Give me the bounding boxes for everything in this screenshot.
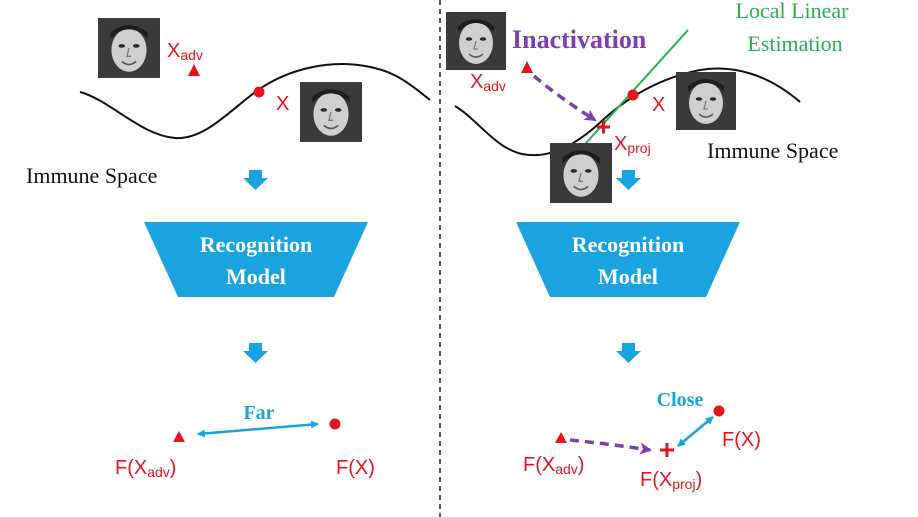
right-model-line1: Recognition bbox=[572, 232, 684, 257]
right-clean-face-icon bbox=[676, 72, 736, 130]
left-model-line1: Recognition bbox=[200, 232, 312, 257]
right-xproj-cross bbox=[597, 120, 610, 134]
left-fxadv-label: F(Xadv) bbox=[115, 457, 176, 480]
local-linear-line2: Estimation bbox=[747, 31, 842, 56]
right-immune-curve bbox=[454, 67, 801, 157]
right-x-point bbox=[627, 89, 639, 101]
left-down-arrow-1 bbox=[243, 170, 268, 190]
close-label: Close bbox=[657, 389, 704, 411]
left-fadv-triangle bbox=[173, 431, 185, 442]
left-model-line2: Model bbox=[226, 264, 286, 289]
left-fx-label: F(X) bbox=[336, 457, 375, 479]
right-fproj-cross bbox=[660, 443, 674, 457]
right-fxproj-label: F(Xproj) bbox=[640, 469, 702, 492]
left-clean-face-icon bbox=[300, 81, 362, 143]
left-x-label: X bbox=[276, 93, 289, 115]
left-adv-triangle bbox=[188, 64, 200, 76]
right-inactivation-arrow bbox=[569, 438, 652, 455]
left-space-label: Immune Space bbox=[26, 163, 157, 188]
right-space-label: Immune Space bbox=[707, 138, 838, 163]
right-down-arrow-2 bbox=[616, 343, 641, 363]
inactivation-arrow bbox=[532, 74, 597, 122]
right-x-label: X bbox=[652, 94, 665, 116]
close-arrow bbox=[677, 416, 714, 447]
right-xadv-label: Xadv bbox=[470, 71, 506, 94]
left-x-point bbox=[253, 86, 265, 98]
right-adv-triangle bbox=[521, 61, 533, 73]
right-down-arrow-1 bbox=[616, 170, 641, 190]
right-fx-label: F(X) bbox=[722, 429, 761, 451]
left-recognition-model bbox=[144, 222, 368, 297]
right-fxadv-label: F(Xadv) bbox=[523, 454, 584, 477]
right-adv-face-icon bbox=[446, 12, 506, 70]
left-xadv-label: Xadv bbox=[167, 40, 203, 63]
right-recognition-model bbox=[516, 222, 740, 297]
left-far-arrow bbox=[197, 420, 319, 438]
right-fx-point bbox=[713, 405, 725, 417]
right-proj-face-icon bbox=[550, 142, 612, 204]
local-linear-line1: Local Linear bbox=[736, 0, 850, 23]
left-panel: Xadv X Immune Space Recognition Model Fa… bbox=[26, 18, 431, 480]
inactivation-label: Inactivation bbox=[512, 25, 647, 54]
left-adv-face-icon bbox=[98, 18, 160, 78]
right-xproj-label: Xproj bbox=[614, 133, 651, 156]
right-fadv-triangle bbox=[555, 432, 567, 443]
left-down-arrow-2 bbox=[243, 343, 268, 363]
left-far-label: Far bbox=[243, 402, 274, 424]
right-panel: Inactivation Local Linear Estimation Xad… bbox=[446, 0, 849, 492]
right-model-line2: Model bbox=[598, 264, 658, 289]
left-fx-point bbox=[329, 418, 341, 430]
